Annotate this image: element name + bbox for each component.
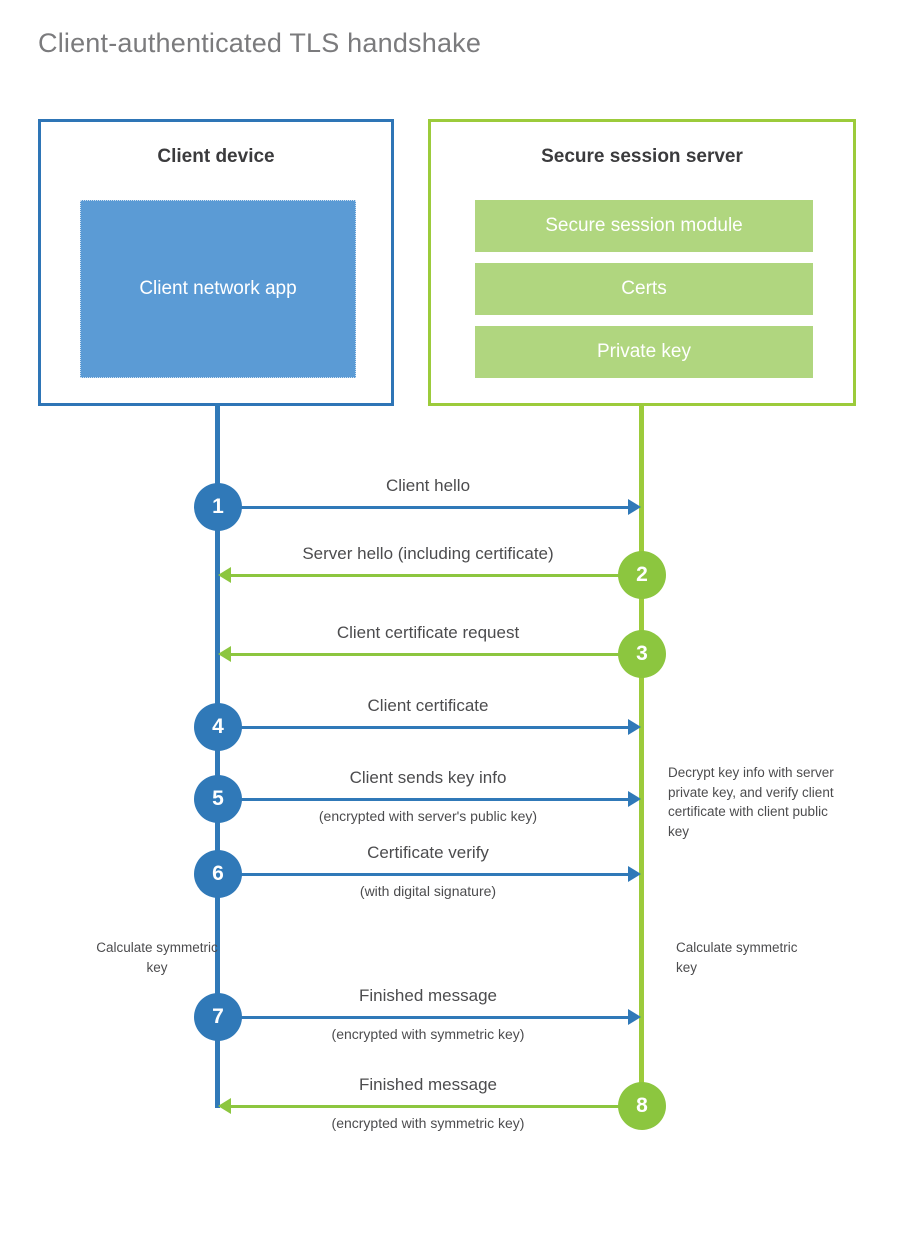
message-arrow-7 <box>218 1016 630 1019</box>
message-arrow-4 <box>218 726 630 729</box>
step-circle-8[interactable]: 8 <box>618 1082 666 1130</box>
server-module-private-key: Private key <box>475 326 813 378</box>
secure-session-server-box: Secure session server Secure session mod… <box>428 119 856 406</box>
message-sublabel-6: (with digital signature) <box>359 883 497 899</box>
arrowhead-left-icon <box>218 567 231 583</box>
client-device-heading: Client device <box>157 146 275 167</box>
arrowhead-right-icon <box>628 791 641 807</box>
step-circle-1[interactable]: 1 <box>194 483 242 531</box>
server-lifeline <box>639 403 644 1108</box>
server-module-certs: Certs <box>475 263 813 315</box>
message-label-5: Client sends key info <box>349 768 507 787</box>
message-arrow-6 <box>218 873 630 876</box>
arrowhead-right-icon <box>628 866 641 882</box>
arrowhead-right-icon <box>628 719 641 735</box>
message-sublabel-8: (encrypted with symmetric key) <box>331 1115 525 1131</box>
message-label-4: Client certificate <box>367 696 489 715</box>
annotation-server-calculate-symmetric-key: Calculate symmetric key <box>676 940 798 975</box>
message-label-6: Certificate verify <box>367 843 489 862</box>
secure-session-server-heading: Secure session server <box>541 146 743 167</box>
client-network-app-label: Client network app <box>139 278 297 300</box>
server-module-secure-session-module: Secure session module <box>475 200 813 252</box>
step-circle-2[interactable]: 2 <box>618 551 666 599</box>
message-sublabel-5: (encrypted with server's public key) <box>318 808 538 824</box>
page-title: Client-authenticated TLS handshake <box>38 28 482 58</box>
annotation-client-calculate-symmetric-key: Calculate symmetric key <box>96 940 218 975</box>
client-lifeline <box>215 403 220 1108</box>
message-label-2: Server hello (including certificate) <box>302 544 554 563</box>
message-label-3: Client certificate request <box>336 623 520 642</box>
step-circle-6[interactable]: 6 <box>194 850 242 898</box>
message-arrow-2 <box>226 574 641 577</box>
arrowhead-right-icon <box>628 499 641 515</box>
step-circle-4[interactable]: 4 <box>194 703 242 751</box>
step-circle-3[interactable]: 3 <box>618 630 666 678</box>
step-circle-7[interactable]: 7 <box>194 993 242 1041</box>
arrowhead-left-icon <box>218 646 231 662</box>
client-device-box: Client device Client network app <box>38 119 394 406</box>
message-label-1: Client hello <box>385 476 471 495</box>
message-arrow-1 <box>218 506 630 509</box>
message-label-7: Finished message <box>359 986 497 1005</box>
arrowhead-left-icon <box>218 1098 231 1114</box>
annotation-server-decrypt: Decrypt key info with server private key… <box>668 765 834 839</box>
message-arrow-5 <box>218 798 630 801</box>
message-sublabel-7: (encrypted with symmetric key) <box>331 1026 525 1042</box>
client-network-app-block: Client network app <box>80 200 356 378</box>
arrowhead-right-icon <box>628 1009 641 1025</box>
message-label-8: Finished message <box>359 1075 497 1094</box>
message-arrow-3 <box>226 653 641 656</box>
message-arrow-8 <box>226 1105 641 1108</box>
step-circle-5[interactable]: 5 <box>194 775 242 823</box>
